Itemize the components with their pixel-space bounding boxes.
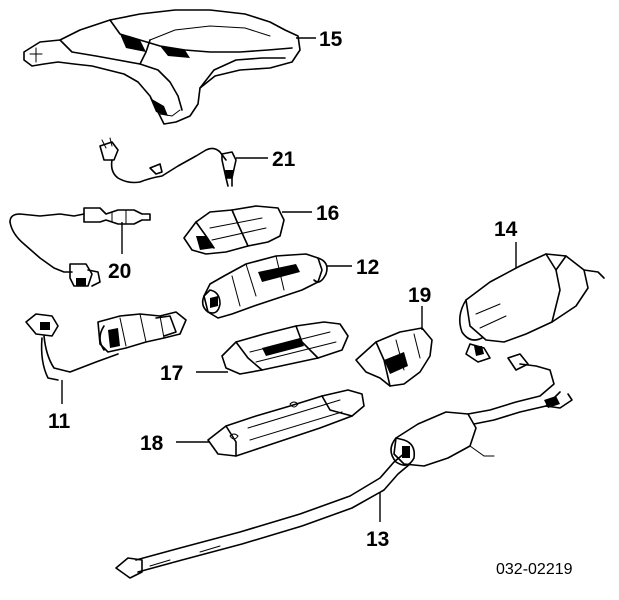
part-19-heat-shield [355,327,433,387]
label-21: 21 [272,148,296,171]
label-17: 17 [160,362,183,385]
label-18: 18 [140,432,164,455]
part-16-converter-shield [183,205,285,255]
label-11: 11 [48,410,71,433]
part-18-floor-shield [207,389,365,457]
label-14: 14 [494,218,518,241]
label-20: 20 [108,260,131,283]
part-15-heat-shield [23,9,301,125]
part-11-front-pipe [25,311,187,381]
label-15: 15 [319,28,343,51]
part-13-center-pipe [115,353,573,579]
label-12: 12 [356,256,379,279]
part-14-rear-muffler [458,253,605,363]
part-20-oxygen-sensor [9,207,151,287]
label-19: 19 [408,284,431,307]
part-21-oxygen-sensor [99,137,237,187]
part-12-catalytic-converter [201,253,328,319]
diagram-code: 032-02219 [496,561,573,578]
part-17-lower-shield [221,321,349,375]
leader-lines [61,37,517,522]
callout-labels: 15 21 16 20 12 14 19 11 17 18 13 [48,28,518,551]
label-13: 13 [366,528,389,551]
label-16: 16 [316,202,339,225]
